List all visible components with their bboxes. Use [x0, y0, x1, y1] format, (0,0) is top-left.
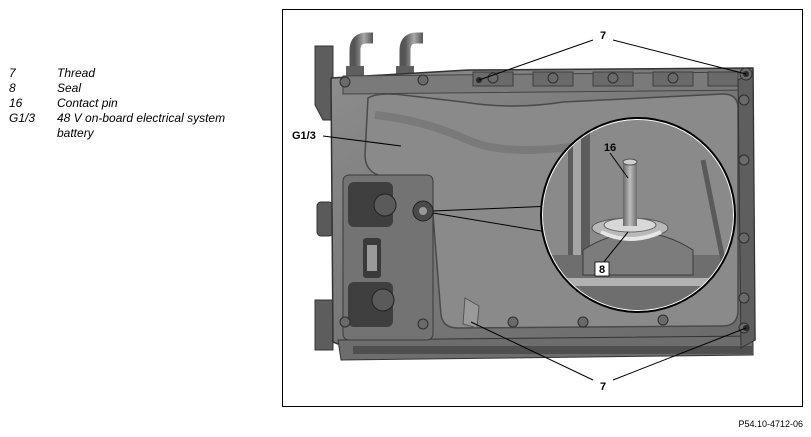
legend-description: 48 V on-board electrical system battery	[57, 111, 226, 140]
callout-seal: 8	[599, 264, 605, 276]
legend-description: Seal	[57, 81, 82, 95]
mounting-brackets	[314, 45, 334, 351]
legend-row-battery: G1/3 48 V on-board electrical system bat…	[9, 111, 259, 141]
figure-id: P54.10-4712-06	[738, 419, 803, 429]
legend-number: 16	[9, 96, 23, 110]
connector-block	[342, 174, 434, 341]
callout-contact-pin: 16	[604, 142, 616, 154]
legend-number: 8	[9, 81, 16, 95]
legend-number: G1/3	[9, 111, 36, 125]
coolant-pipes	[346, 32, 423, 76]
legend-row-thread: 7 Thread	[9, 66, 259, 81]
legend-row-contact-pin: 16 Contact pin	[9, 96, 259, 111]
legend-description: Thread	[57, 66, 96, 80]
battery-illustration: 7 7 G1/3 16 8	[282, 9, 803, 407]
seal-shape	[600, 230, 662, 241]
callout-thread-bottom: 7	[600, 381, 606, 393]
legend-number: 7	[9, 66, 16, 80]
callout-thread-top: 7	[600, 30, 606, 42]
legend: 7 Thread 8 Seal 16 Contact pin G1/3 48 V…	[9, 66, 259, 141]
callout-battery: G1/3	[292, 130, 316, 142]
zoom-detail	[540, 117, 736, 313]
legend-row-seal: 8 Seal	[9, 81, 259, 96]
callout-leaders	[322, 39, 747, 381]
battery-drawing: 7 7 G1/3 16 8	[292, 30, 756, 393]
contact-pin-shape	[623, 162, 637, 226]
legend-description: Contact pin	[57, 96, 118, 110]
